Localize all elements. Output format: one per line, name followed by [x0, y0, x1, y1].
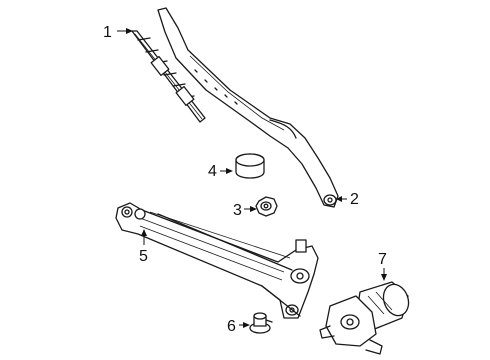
callout-7: 7 — [378, 251, 387, 281]
callout-7-label: 7 — [378, 251, 387, 268]
wiper-motor[interactable] — [319, 281, 413, 355]
callout-1: 1 — [103, 24, 133, 41]
callout-2: 2 — [336, 191, 359, 208]
callout-3-label: 3 — [233, 202, 242, 219]
callout-5-label: 5 — [139, 248, 148, 265]
wiper-blade[interactable] — [131, 30, 206, 123]
callout-3: 3 — [233, 202, 257, 219]
callout-2-label: 2 — [350, 191, 359, 208]
nut[interactable] — [255, 196, 278, 217]
callout-5: 5 — [139, 229, 148, 265]
wiper-arm[interactable] — [157, 7, 339, 208]
callout-4-label: 4 — [208, 163, 217, 180]
callout-1-label: 1 — [103, 24, 112, 41]
callout-4: 4 — [208, 163, 233, 180]
wiper-linkage[interactable] — [115, 202, 319, 319]
callout-6: 6 — [227, 318, 250, 335]
bolt[interactable] — [249, 312, 273, 334]
cap[interactable] — [235, 153, 265, 179]
callout-6-label: 6 — [227, 318, 236, 335]
